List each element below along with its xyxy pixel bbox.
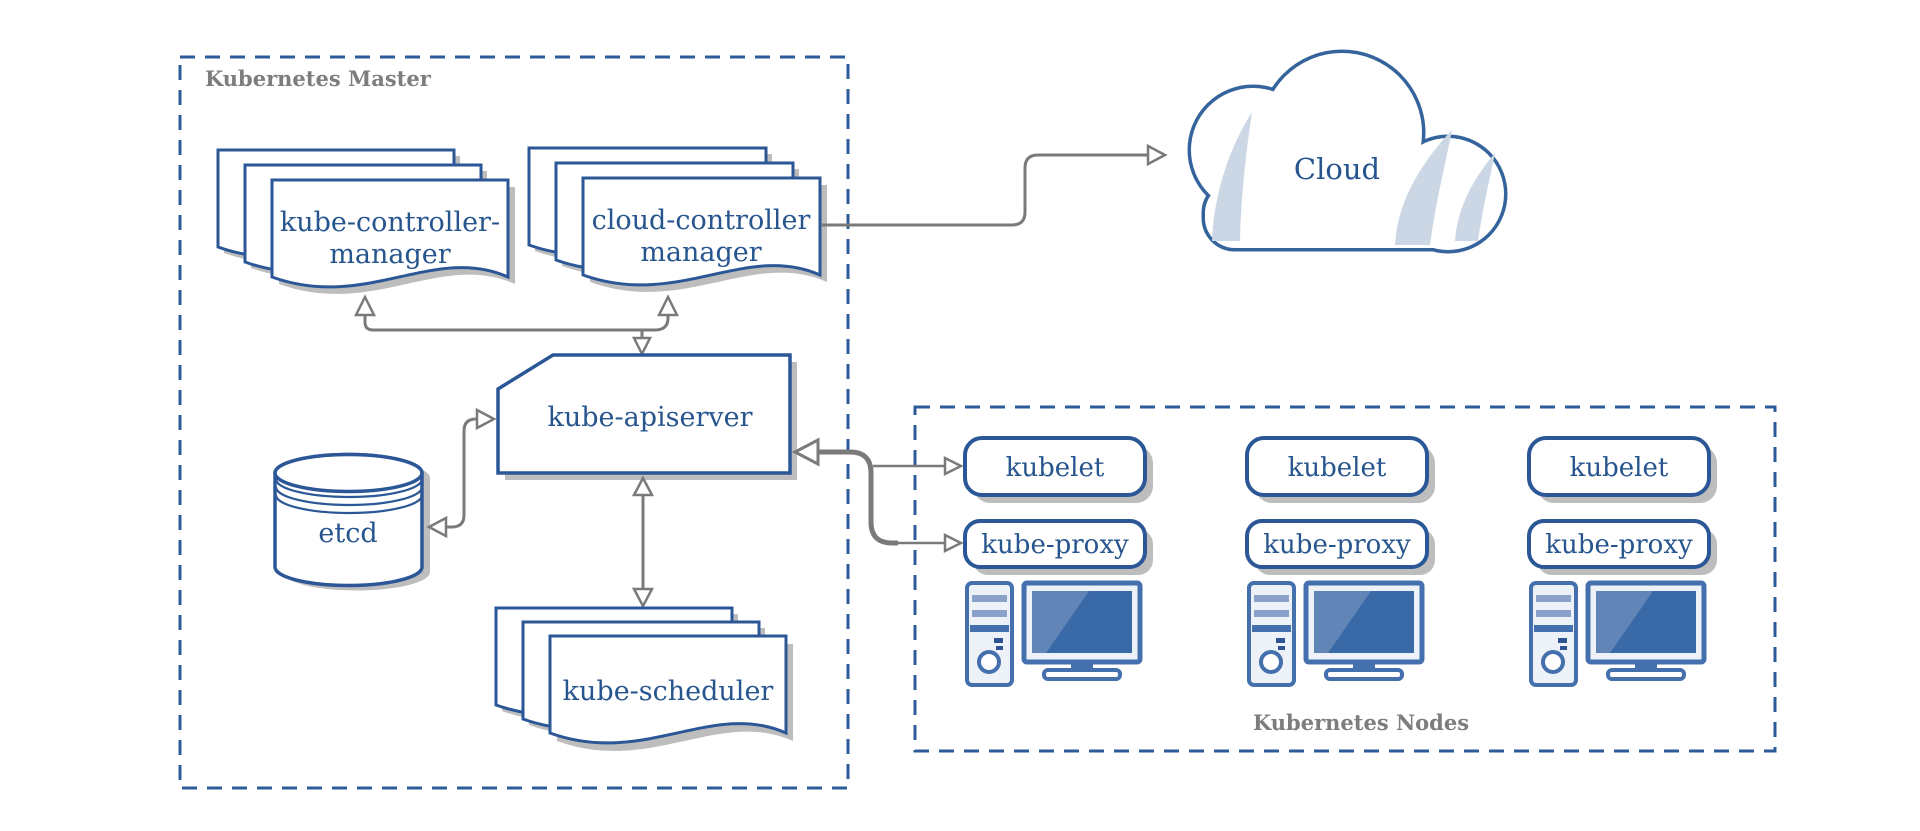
monitor-screen-shine (1032, 591, 1089, 653)
apiserver-shape (496, 353, 792, 475)
kube-proxy-label: kube-proxy (981, 530, 1129, 560)
tower-vent (1254, 595, 1289, 602)
monitor-screen-shine (1596, 591, 1653, 653)
document-page (270, 178, 510, 289)
cloud-controller-manager-stack: cloud-controller manager (527, 146, 827, 292)
monitor-neck (1635, 662, 1657, 669)
tower-vent (972, 610, 1007, 617)
cloud-icon: Cloud (1187, 49, 1508, 254)
kubelet-box (1245, 436, 1429, 497)
kube-apiserver-box: kube-apiserver (496, 353, 797, 480)
arrowhead-up-icon (353, 294, 377, 317)
arrow-apiserver-scheduler (631, 475, 655, 609)
kubelet-box (1527, 436, 1711, 497)
kube-controller-manager-label-line1: kube-controller- (280, 207, 500, 238)
arrowhead-up-icon (631, 475, 655, 497)
cloud-shine (1212, 112, 1252, 241)
arrow-ccm-cloud (821, 143, 1168, 227)
tower-button (1558, 638, 1567, 643)
tower-button (996, 646, 1003, 650)
tower-vent (1536, 595, 1571, 602)
arrowhead-right-icon (1146, 143, 1168, 167)
arrowhead-left-icon (426, 515, 448, 539)
computer-icon (965, 580, 1143, 687)
etcd-label: etcd (318, 518, 377, 549)
computer-icon (1247, 580, 1425, 687)
monitor-screen-shine (1314, 591, 1371, 653)
monitor-base (1042, 668, 1122, 681)
kubernetes-master-label: Kubernetes Master (205, 66, 432, 91)
kube-proxy-box (1527, 519, 1711, 569)
monitor-neck (1071, 662, 1093, 669)
arrowhead-right-icon (943, 532, 964, 554)
kube-proxy-label: kube-proxy (1263, 530, 1411, 560)
kubelet-label: kubelet (1006, 453, 1105, 483)
tower-icon (1247, 581, 1296, 687)
kubelet-label: kubelet (1570, 453, 1669, 483)
cloud-shine (1455, 153, 1495, 241)
computer-icon (1529, 580, 1707, 687)
arrowhead-left-icon (791, 437, 820, 467)
tower-button (1560, 646, 1567, 650)
cloud-label: Cloud (1294, 152, 1380, 186)
etcd-ring (274, 486, 424, 507)
node-3: kubelet kube-proxy (1527, 436, 1717, 687)
monitor-base (1324, 668, 1404, 681)
arrowhead-down-icon (631, 587, 655, 609)
tower-button (994, 638, 1003, 643)
kube-proxy-label: kube-proxy (1545, 530, 1693, 560)
tower-icon (965, 581, 1014, 687)
tower-drive (977, 650, 1001, 674)
arrow-apiserver-node (791, 437, 964, 554)
tower-band (1252, 625, 1291, 632)
cloud-controller-manager-label-line1: cloud-controller (592, 205, 811, 236)
tower-icon (1529, 581, 1578, 687)
arrow-managers-apiserver (353, 294, 680, 357)
kube-proxy-box (1245, 519, 1429, 569)
tower-vent (1536, 610, 1571, 617)
arrowhead-up-icon (656, 294, 680, 317)
kube-proxy-box (963, 519, 1147, 569)
arrowhead-down-icon (631, 336, 653, 357)
tower-drive (1541, 650, 1565, 674)
kube-scheduler-stack: kube-scheduler (494, 606, 793, 751)
kube-apiserver-label: kube-apiserver (547, 402, 752, 433)
kubelet-box (963, 436, 1147, 497)
etcd-ring (274, 494, 424, 515)
kubelet-label: kubelet (1288, 453, 1387, 483)
arrowhead-right-icon (475, 407, 497, 431)
cloud-shine (1395, 130, 1452, 245)
kubernetes-nodes-label: Kubernetes Nodes (1253, 710, 1469, 735)
etcd-ring (274, 478, 424, 499)
arrowhead-right-icon (943, 455, 964, 477)
monitor-icon (1303, 580, 1425, 681)
monitor-base (1606, 668, 1686, 681)
kube-controller-manager-stack: kube-controller- manager (216, 148, 515, 294)
etcd-cylinder: etcd (273, 452, 430, 591)
monitor-icon (1021, 580, 1143, 681)
kubernetes-master-group-box (178, 55, 850, 790)
tower-drive (1259, 650, 1283, 674)
tower-vent (1254, 610, 1289, 617)
document-page (548, 634, 788, 745)
kubernetes-nodes-group-box (913, 405, 1777, 753)
tower-vent (972, 595, 1007, 602)
node-2: kubelet kube-proxy (1245, 436, 1435, 687)
tower-button (1278, 646, 1285, 650)
tower-button (1276, 638, 1285, 643)
document-page (581, 176, 822, 287)
kube-scheduler-label: kube-scheduler (563, 676, 774, 707)
etcd-top-ellipse (273, 452, 424, 494)
arrow-etcd-apiserver (426, 407, 497, 539)
node-1: kubelet kube-proxy (963, 436, 1153, 687)
tower-band (970, 625, 1009, 632)
monitor-icon (1585, 580, 1707, 681)
monitor-neck (1353, 662, 1375, 669)
tower-band (1534, 625, 1573, 632)
kube-controller-manager-label-line2: manager (329, 239, 450, 270)
cloud-controller-manager-label-line2: manager (640, 237, 761, 268)
